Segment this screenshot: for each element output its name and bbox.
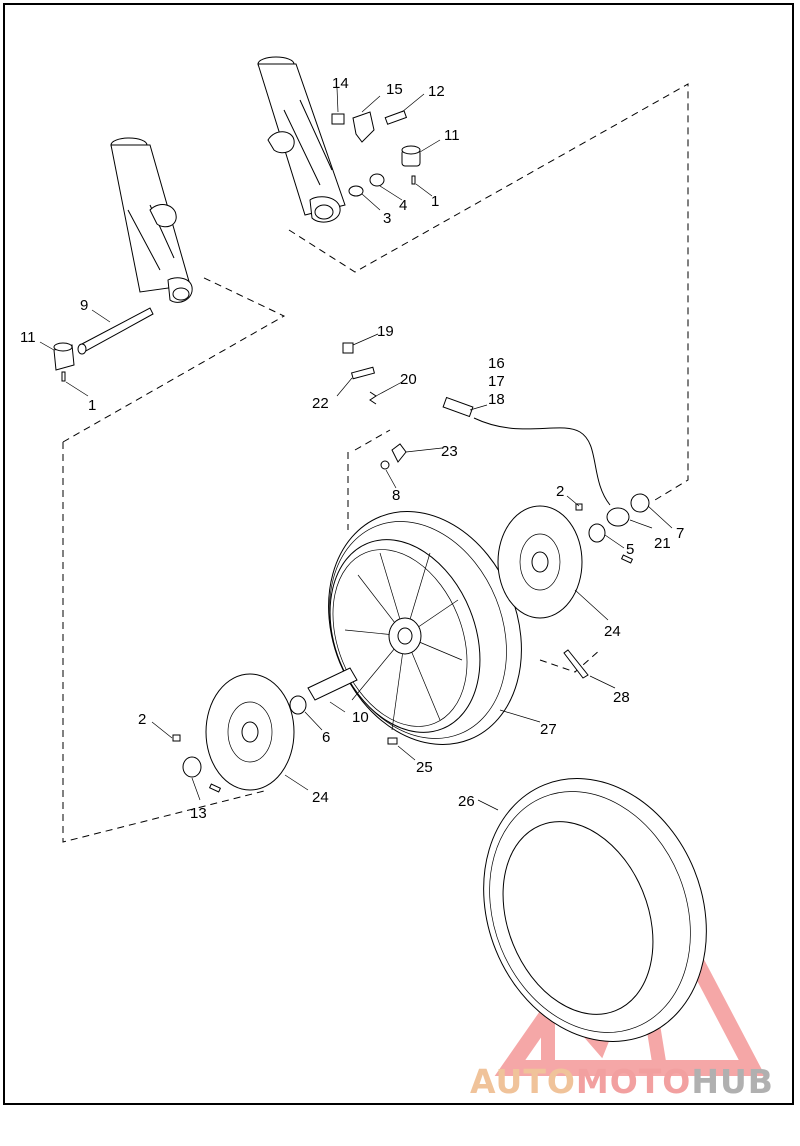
callout-6: 6 [322,729,330,746]
callout-13: 13 [190,805,207,822]
bolt-right [620,554,634,564]
callout-4: 4 [399,197,407,214]
sensor-18 [442,396,474,418]
tire-26 [483,778,707,1042]
callout-8: 8 [392,487,400,504]
valve-25 [387,737,398,745]
rotor-24-left [172,649,589,793]
callout-20: 20 [400,371,417,388]
callout-10: 10 [352,709,369,726]
part-23 [391,443,407,463]
callout-5: 5 [626,541,634,558]
assembly-dashed-lines [62,83,689,843]
part-21 [606,507,630,527]
part-1-left [61,371,66,382]
callout-26: 26 [458,793,475,810]
callout-24-left: 24 [312,789,329,806]
callout-11-top: 11 [444,127,460,144]
right-fork-hardware [331,110,421,197]
brand-auto: AUTO [470,1062,576,1101]
callout-22: 22 [312,395,329,412]
left-fork-leg [110,137,193,303]
axle-group [53,307,154,382]
callout-23: 23 [441,443,458,460]
callout-27: 27 [540,721,557,738]
part-8 [380,460,390,470]
callout-17: 17 [488,373,505,390]
part-22 [350,366,376,380]
part-19 [342,342,354,354]
sensor-cable [473,417,611,506]
callout-3: 3 [383,210,391,227]
bolt-left [208,783,222,793]
callout-numbers: 14 15 12 11 1 4 3 11 9 1 19 16 17 18 20 … [20,75,684,822]
callout-2-right: 2 [556,483,564,500]
callout-1-left: 1 [88,397,96,414]
wheel-27 [328,511,522,745]
callout-14: 14 [332,75,349,92]
bearing-5 [588,523,606,543]
weight-28 [563,649,589,679]
callout-1-top: 1 [431,193,439,210]
part-12 [384,110,408,125]
callout-21: 21 [654,535,671,552]
sensor-group [342,342,650,527]
part-1-top [411,175,416,185]
part-4 [369,173,385,187]
rotor-24-right [497,503,634,619]
automotohub-wordmark: AUTOMOTOHUB [470,1062,774,1102]
bearing-6 [289,695,307,715]
callout-7: 7 [676,525,684,542]
callout-2-left: 2 [138,711,146,728]
part-15 [352,111,375,143]
screw-2-left [172,734,181,742]
part-14 [331,113,345,125]
axle-9 [79,307,154,353]
leader-lines [39,87,673,811]
part-7 [630,493,650,513]
brand-moto: MOTO [575,1062,692,1101]
spring-20 [369,391,377,405]
callout-28: 28 [613,689,630,706]
callout-19: 19 [377,323,394,340]
callout-24-right: 24 [604,623,621,640]
callout-15: 15 [386,81,403,98]
callout-25: 25 [416,759,433,776]
spacer-13 [182,756,202,778]
callout-18: 18 [488,391,505,408]
brand-hub: HUB [691,1062,774,1101]
callout-16: 16 [488,355,505,372]
part-3 [348,185,364,197]
callout-12: 12 [428,83,445,100]
right-fork-leg [257,56,346,223]
screw-2-right [575,503,583,511]
callout-9: 9 [80,297,88,314]
spacer-10 [307,667,358,701]
callout-11-left: 11 [20,329,36,346]
